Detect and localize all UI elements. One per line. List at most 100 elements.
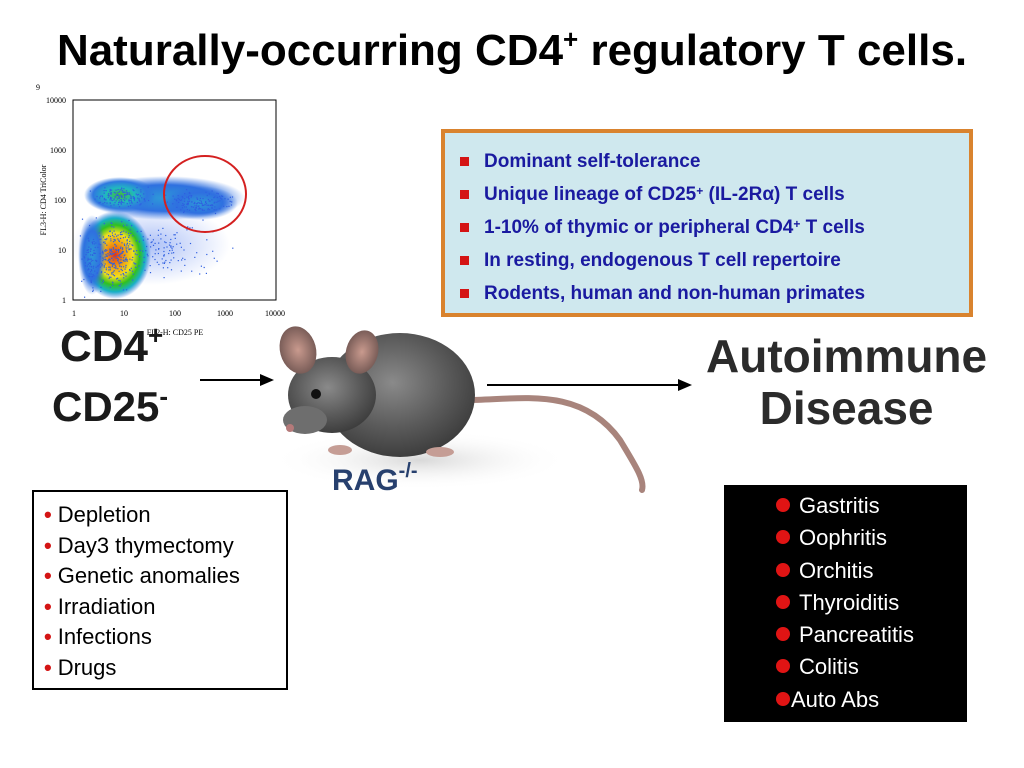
- scatter-dot: [112, 241, 115, 243]
- scatter-dot: [167, 267, 169, 269]
- scatter-dot: [181, 207, 184, 209]
- scatter-dot: [132, 279, 134, 281]
- scatter-dot: [100, 286, 102, 288]
- scatter-dot: [145, 250, 147, 252]
- scatter-dot: [189, 194, 191, 197]
- scatter-dot: [131, 244, 133, 246]
- scatter-dot: [92, 289, 94, 291]
- scatter-dot: [230, 204, 233, 206]
- scatter-dot: [189, 242, 192, 245]
- scatter-dot: [89, 265, 91, 267]
- scatter-dot: [121, 248, 124, 250]
- y-tick-label: 10000: [46, 96, 66, 105]
- scatter-dot: [103, 223, 105, 225]
- arrow-to-mouse: [200, 374, 274, 386]
- scatter-dot: [197, 208, 200, 210]
- list-item: •Depletion: [44, 502, 151, 527]
- scatter-dot: [81, 258, 83, 260]
- scatter-dot: [191, 227, 193, 229]
- x-tick-labels: 1 10 100 1000 10000: [72, 309, 285, 318]
- scatter-dot: [120, 247, 122, 249]
- scatter-dot: [176, 200, 178, 202]
- scatter-dot: [105, 253, 107, 255]
- scatter-dot: [124, 196, 126, 199]
- scatter-dot: [120, 261, 122, 264]
- scatter-dot: [126, 192, 129, 194]
- scatter-dot: [115, 189, 117, 191]
- scatter-dot: [111, 265, 113, 268]
- scatter-dot: [102, 280, 105, 283]
- scatter-dot: [88, 269, 90, 271]
- scatter-dot: [134, 263, 136, 265]
- scatter-dot: [214, 196, 216, 198]
- scatter-dot: [118, 240, 120, 243]
- scatter-dot: [138, 265, 140, 267]
- scatter-dot: [101, 196, 104, 198]
- scatter-dot: [163, 250, 165, 253]
- scatter-dot: [205, 204, 207, 206]
- disease-line: Disease: [759, 382, 934, 434]
- scatter-dot: [119, 189, 121, 191]
- scatter-dot: [123, 274, 125, 276]
- scatter-dot: [221, 198, 223, 200]
- flow-cytometry-plot: 9 10000 1000 100 10 1 1 10 100 1000 1000…: [36, 83, 285, 337]
- scatter-dot: [110, 222, 112, 224]
- scatter-dot: [83, 256, 85, 258]
- scatter-dot: [144, 269, 146, 271]
- scatter-dot: [106, 255, 108, 257]
- scatter-dot: [194, 208, 196, 211]
- scatter-dot: [149, 265, 151, 267]
- scatter-dot: [117, 258, 119, 260]
- scatter-dot: [188, 209, 191, 211]
- scatter-dot: [118, 206, 121, 208]
- scatter-dot: [139, 249, 141, 252]
- scatter-dot: [118, 279, 120, 281]
- mouse-ear: [345, 330, 379, 374]
- scatter-dot: [164, 261, 166, 263]
- list-item: Oophritis: [776, 522, 967, 554]
- y-axis-label: FL3-H: CD4 TriColor: [39, 164, 48, 235]
- scatter-dot: [224, 198, 226, 200]
- scatter-dot: [118, 197, 120, 199]
- scatter-dot: [129, 243, 131, 245]
- scatter-dot: [104, 187, 106, 189]
- scatter-dot: [99, 252, 101, 255]
- scatter-dot: [110, 193, 112, 195]
- scatter-dot: [92, 265, 95, 267]
- scatter-dot: [205, 201, 207, 203]
- autoimmune-disease-label: Autoimmune Disease: [706, 330, 987, 434]
- scatter-dot: [104, 238, 106, 240]
- scatter-dot: [160, 238, 162, 240]
- scatter-dot: [156, 261, 158, 263]
- scatter-dot: [125, 231, 127, 233]
- scatter-dot: [143, 261, 145, 263]
- scatter-dot: [124, 199, 126, 202]
- scatter-dot: [169, 250, 171, 252]
- scatter-dot: [173, 252, 175, 254]
- scatter-dot: [102, 250, 104, 252]
- scatter-dot: [118, 195, 120, 197]
- scatter-dot: [132, 273, 134, 275]
- scatter-dot: [117, 194, 119, 197]
- scatter-dot: [208, 209, 211, 211]
- scatter-dot: [187, 200, 189, 202]
- scatter-dot: [187, 204, 189, 206]
- scatter-dot: [175, 199, 177, 201]
- scatter-dot: [120, 201, 122, 203]
- scatter-dot: [176, 206, 178, 208]
- scatter-dot: [99, 201, 101, 204]
- scatter-dot: [118, 270, 120, 272]
- scatter-dot: [105, 249, 107, 251]
- scatter-dot: [111, 281, 114, 283]
- scatter-dot: [94, 246, 96, 249]
- scatter-dot: [152, 193, 154, 195]
- scatter-dot: [112, 271, 114, 273]
- scatter-dot: [183, 200, 186, 202]
- scatter-dot: [129, 240, 131, 242]
- scatter-dot: [177, 195, 179, 197]
- scatter-dot: [122, 237, 125, 239]
- scatter-dot: [121, 269, 123, 272]
- scatter-dot: [102, 259, 104, 262]
- scatter-dot: [137, 193, 140, 196]
- scatter-dot: [187, 226, 189, 228]
